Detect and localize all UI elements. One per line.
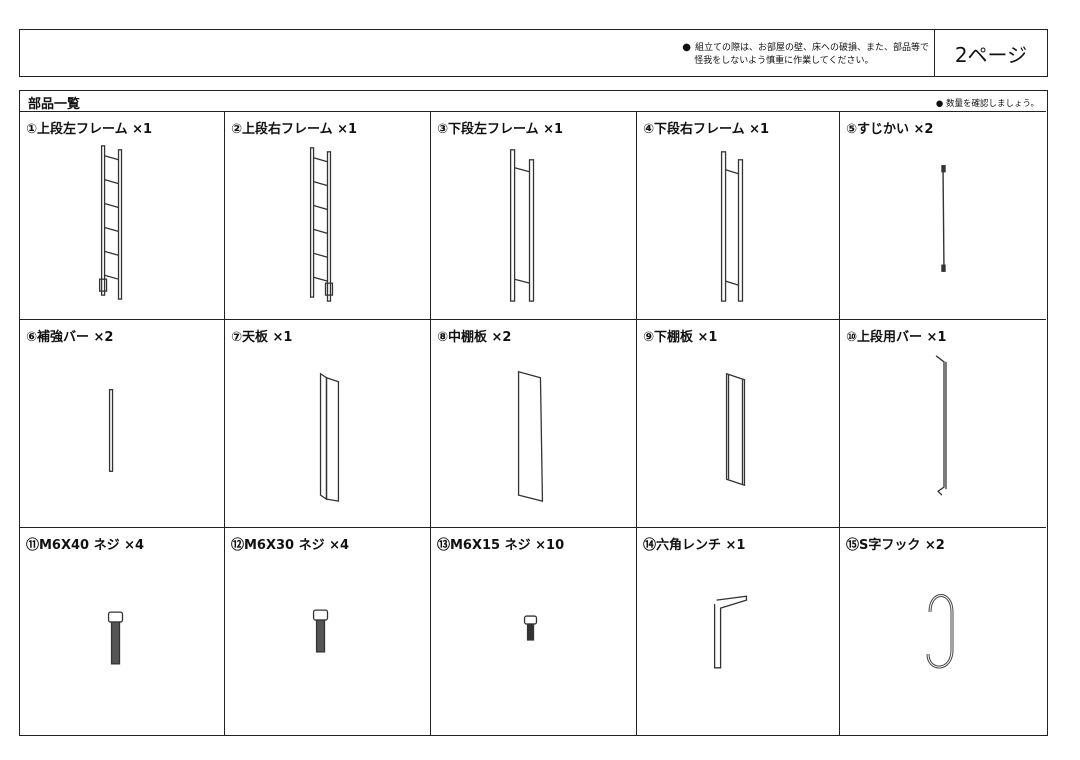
bottom-shelf-icon [725,372,746,487]
part-cell: ⑦天板 ×1 [225,320,431,528]
s-hook-icon [926,594,954,669]
part-label: ⑤すじかい ×2 [846,122,934,137]
parts-list-panel: 部品一覧 ● 数量を確認しましょう。 ①上段左フレーム ×1 ②上段右フレーム … [19,90,1048,736]
part-cell: ⑩上段用バー ×1 [840,320,1046,528]
part-cell: ④下段右フレーム ×1 [637,112,840,320]
brace-icon [941,165,946,272]
part-cell: ⑨下棚板 ×1 [637,320,840,528]
upper-bar-icon [935,355,947,496]
notice-line-2: 怪我をしないよう慎重に作業してください。 [694,56,874,66]
bullet-icon: ● [935,99,946,109]
part-label: ③下段左フレーム ×1 [437,122,564,137]
part-label: ⑫M6X30 ネジ ×4 [231,538,350,553]
bullet-icon: ● [682,42,691,53]
screw-m6x30-icon [312,609,329,653]
screw-m6x40-icon [107,611,124,665]
part-label: ⑥補強バー ×2 [26,330,114,345]
parts-list-title: 部品一覧 [28,97,81,112]
page-header: ●組立ての際は、お部屋の壁、床への破損、また、部品等で 怪我をしないよう慎重に作… [19,29,1048,77]
upper-right-frame-icon [309,147,334,302]
part-label: ④下段右フレーム ×1 [643,122,770,137]
part-label: ②上段右フレーム ×1 [231,122,358,137]
part-cell: ⑥補強バー ×2 [20,320,225,528]
part-cell: ⑤すじかい ×2 [840,112,1046,320]
screw-m6x15-icon [523,615,538,641]
part-cell: ⑫M6X30 ネジ ×4 [225,528,431,736]
reinforcement-bar-icon [108,389,114,472]
lower-right-frame-icon [720,151,744,302]
part-cell: ③下段左フレーム ×1 [431,112,637,320]
part-cell: ⑮S字フック ×2 [840,528,1046,736]
part-cell: ①上段左フレーム ×1 [20,112,225,320]
page-number: 2ページ [934,30,1047,76]
part-cell: ⑪M6X40 ネジ ×4 [20,528,225,736]
part-label: ⑨下棚板 ×1 [643,330,718,345]
middle-shelf-icon [517,370,544,502]
part-cell: ⑧中棚板 ×2 [431,320,637,528]
hex-wrench-icon [713,595,748,669]
part-cell: ⑭六角レンチ ×1 [637,528,840,736]
parts-grid: ①上段左フレーム ×1 ②上段右フレーム ×1 [20,111,1046,736]
safety-notice: ●組立ての際は、お部屋の壁、床への破損、また、部品等で 怪我をしないよう慎重に作… [682,41,929,68]
part-label: ⑪M6X40 ネジ ×4 [26,538,145,553]
part-label: ①上段左フレーム ×1 [26,122,153,137]
part-label: ⑭六角レンチ ×1 [643,538,746,553]
upper-left-frame-icon [98,145,123,300]
quantity-check-note: ● 数量を確認しましょう。 [935,99,1039,109]
part-cell: ⑬M6X15 ネジ ×10 [431,528,637,736]
part-label: ⑧中棚板 ×2 [437,330,512,345]
part-label: ⑬M6X15 ネジ ×10 [437,538,565,553]
top-board-icon [319,372,340,502]
part-label: ⑮S字フック ×2 [846,538,945,553]
part-label: ⑦天板 ×1 [231,330,293,345]
part-label: ⑩上段用バー ×1 [846,330,947,345]
lower-left-frame-icon [509,149,535,302]
part-cell: ②上段右フレーム ×1 [225,112,431,320]
notice-line-1: 組立ての際は、お部屋の壁、床への破損、また、部品等で [694,43,929,53]
